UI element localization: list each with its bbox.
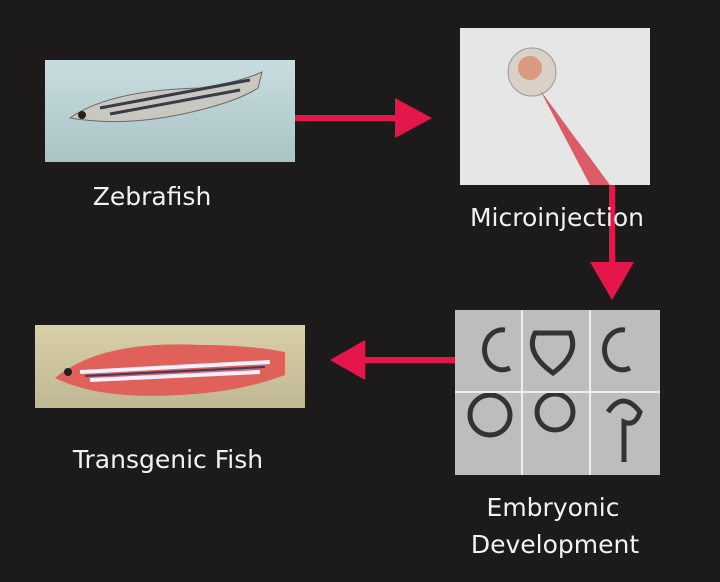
zebrafish-photo: [45, 60, 295, 162]
embryo-stage-d: [467, 392, 513, 438]
label-microinjection: Microinjection: [469, 203, 645, 232]
microinjection-photo: [460, 28, 650, 185]
label-embryonic: Embryonic: [486, 493, 620, 522]
embryo-stage-f: [605, 398, 643, 462]
arrows: [295, 98, 634, 380]
embryo-development-panel: [455, 310, 660, 475]
transgenic-fish-photo: [35, 325, 305, 408]
embryo-stage-c: [602, 327, 632, 373]
arrow-down: [590, 185, 634, 300]
embryo-stage-a: [482, 327, 512, 373]
label-development: Development: [470, 530, 640, 559]
embryo-stage-b: [529, 330, 576, 377]
arrow-left: [330, 340, 455, 380]
label-transgenic-fish: Transgenic Fish: [72, 445, 264, 474]
arrow-right: [295, 98, 432, 138]
label-zebrafish: Zebrafish: [92, 182, 212, 211]
embryo-stage-e: [534, 391, 576, 433]
